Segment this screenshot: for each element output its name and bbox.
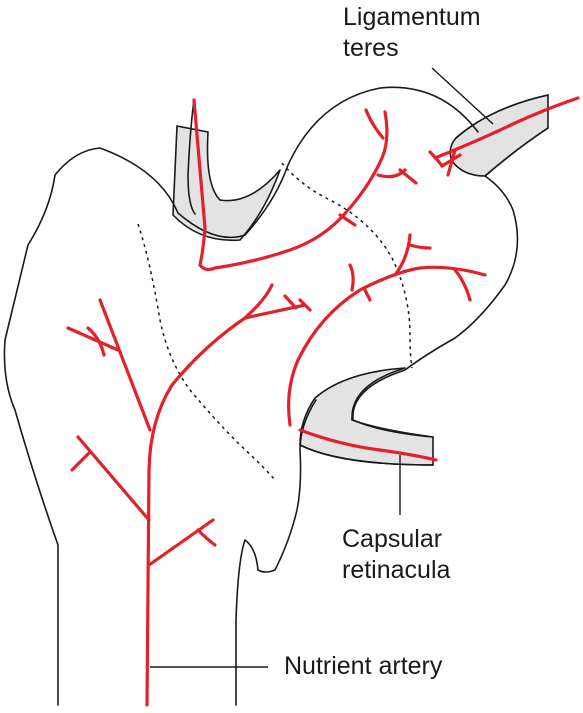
label-ligamentum-teres-line2: teres (343, 34, 399, 62)
shaft-branch-left-lower-twig (70, 450, 92, 472)
capsule-attachment-lines (137, 162, 413, 481)
arterial-supply (66, 96, 580, 707)
neck-branch-upper-twig-c (298, 298, 312, 312)
shaft-branch-left-upper (98, 298, 152, 432)
shaft-branch-right-twig (196, 528, 217, 547)
label-ligamentum-teres-line1: Ligamentum (343, 3, 481, 31)
inf-ret-twig-3 (408, 243, 432, 250)
shaft-branch-right (147, 518, 215, 567)
shaft-branch-left-lower (76, 435, 151, 522)
capsular-retinacular-vessel (298, 428, 438, 462)
lig-teres-upper-edge (455, 94, 549, 139)
label-nutrient-artery: Nutrient artery (284, 651, 442, 682)
superior-retinacular-artery (198, 110, 389, 272)
femoral-neck-lower-edge (235, 399, 317, 706)
lig-teres-lower-edge (484, 127, 549, 177)
ligamentum-teres-artery (433, 96, 580, 160)
inferior-retinacular-artery (287, 265, 487, 427)
intertrochanteric-line (137, 223, 276, 481)
inf-ret-twig-1 (348, 263, 355, 292)
sup-ret-twig-1 (364, 108, 385, 140)
capsule-lower-outer-edge (299, 444, 434, 466)
label-ligamentum-teres: Ligamentum teres (343, 2, 481, 64)
label-leader-lines (150, 67, 494, 668)
inf-ret-twig-4 (453, 268, 472, 302)
nutrient-artery-trunk (145, 283, 274, 707)
leader-ligamentum-teres (431, 67, 494, 125)
femur-lateral-edge (3, 86, 479, 706)
capsule-lower (299, 367, 434, 466)
trochanter-inner-edge (187, 99, 196, 215)
label-capsular-retinacula: Capsular retinacula (342, 524, 450, 586)
trochanteric-artery (192, 98, 207, 267)
sup-ret-twig-4 (338, 213, 357, 227)
label-capsular-retinacula-line1: Capsular (342, 525, 443, 553)
shaft-branch-left-twig-2 (86, 326, 106, 357)
lig-teres-twig-3 (428, 150, 444, 168)
shaft-branch-left-twig-1 (66, 326, 120, 352)
femoral-head-edge (352, 175, 519, 421)
femur-outline (3, 86, 549, 706)
label-capsular-retinacula-line2: retinacula (342, 556, 451, 584)
joint-capsule (172, 94, 549, 466)
label-nutrient-artery-text: Nutrient artery (284, 652, 443, 680)
inf-ret-twig-2 (393, 233, 412, 277)
inf-ret-twig-5 (363, 288, 372, 302)
head-neck-junction-line (281, 162, 413, 369)
lig-teres-twig-2 (446, 148, 457, 177)
sup-ret-twig-3 (398, 168, 418, 185)
neck-branch-upper-twig-b (283, 294, 298, 310)
capsule-lower-inner-edge (352, 419, 434, 438)
